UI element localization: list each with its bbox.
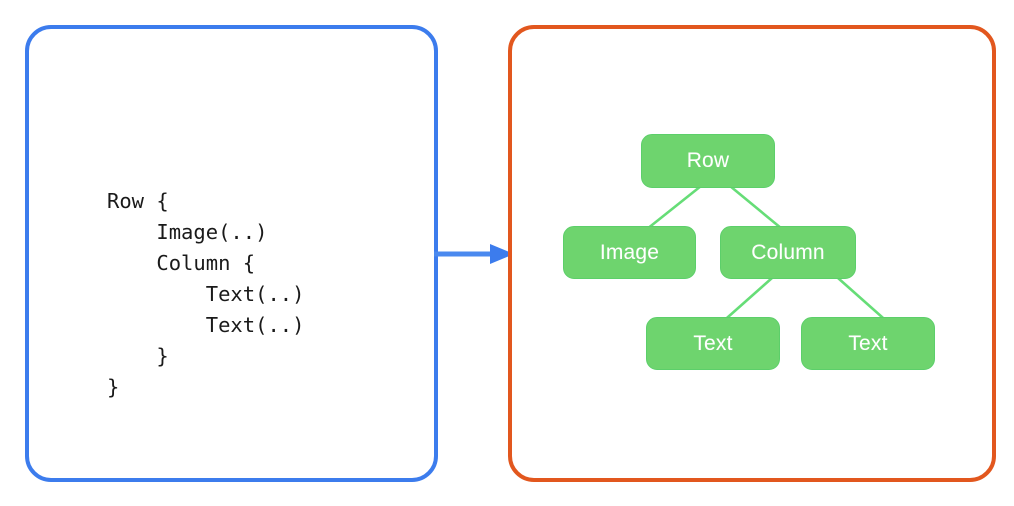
tree-node-column[interactable]: Column xyxy=(720,226,856,279)
arrow-right-icon xyxy=(434,244,514,264)
code-snippet: Row { Image(..) Column { Text(..) Text(.… xyxy=(107,189,305,399)
tree-node-image[interactable]: Image xyxy=(563,226,696,279)
tree-node-text-1[interactable]: Text xyxy=(646,317,780,370)
tree-node-text-2[interactable]: Text xyxy=(801,317,935,370)
tree-node-row[interactable]: Row xyxy=(641,134,775,188)
code-panel: Row { Image(..) Column { Text(..) Text(.… xyxy=(25,25,438,482)
